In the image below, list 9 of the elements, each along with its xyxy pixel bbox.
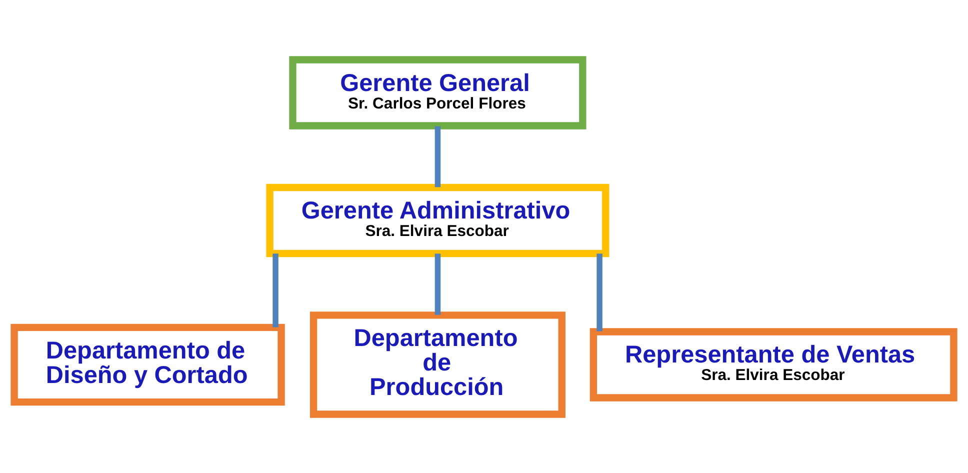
node-box: Gerente Administrativo Sra. Elvira Escobar [266,183,610,257]
connector [434,253,441,314]
node-box: Departamento de Producción [310,311,566,418]
node-box: Gerente General Sr. Carlos Porcel Flores [289,56,586,129]
connector [596,253,602,331]
connector [272,253,278,327]
node-box: Representante de Ventas Sra. Elvira Escobar [590,328,958,401]
node-box: Departamento de Diseño y Cortado [10,323,285,406]
connector [434,126,441,187]
